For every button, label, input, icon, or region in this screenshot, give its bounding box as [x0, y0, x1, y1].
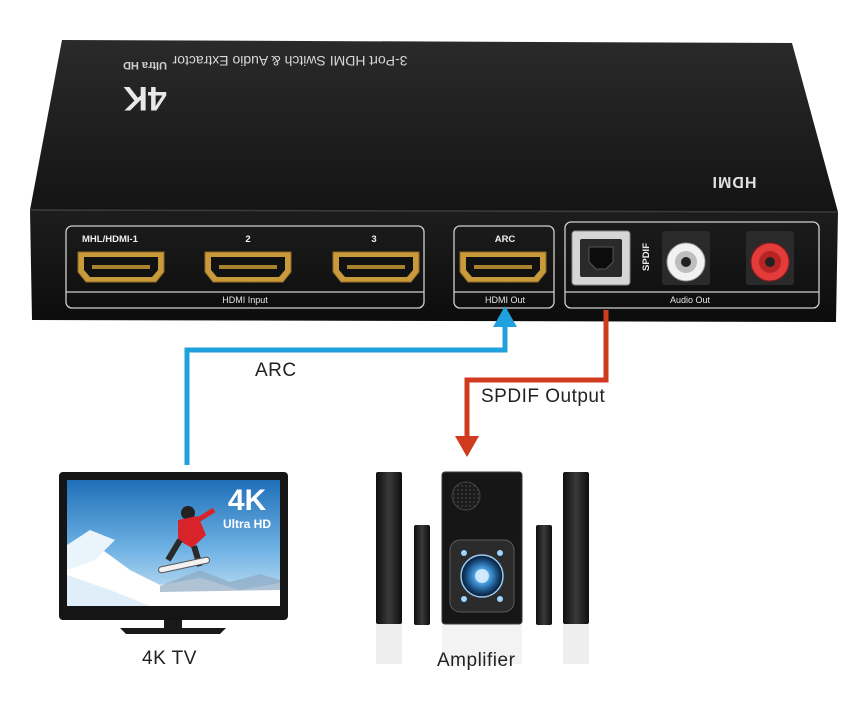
spdif-optical-port	[571, 230, 631, 286]
device-front-face	[30, 210, 838, 322]
audio-out-panel	[564, 221, 820, 309]
tv-screen-badge-sub: Ultra HD	[223, 517, 271, 531]
amplifier-caption: Amplifier	[437, 650, 516, 671]
speaker-tower-right	[563, 472, 589, 664]
speaker-small-left	[414, 525, 430, 625]
port-3-label: 3	[371, 234, 376, 245]
hdmi-out-label: HDMI Out	[485, 295, 526, 305]
port-2-label: 2	[245, 234, 250, 245]
tv-illustration: 4K Ultra HD	[59, 472, 288, 634]
snowboarder-figure	[158, 506, 216, 574]
tv-screen-badge: 4K	[228, 484, 267, 517]
arc-connection-label: ARC	[255, 360, 297, 381]
hdmi-input-port-1	[77, 251, 165, 283]
hdmi-output-port	[459, 251, 547, 283]
spdif-label: SPDIF	[641, 243, 652, 271]
hdmi-input-port-3	[332, 251, 420, 283]
product-title: 3-Port HDMI Switch & Audio Extractor	[172, 53, 407, 69]
audio-out-label: Audio Out	[670, 295, 711, 305]
hdmi-input-port-2	[204, 251, 292, 283]
tv-stand-base	[120, 628, 226, 634]
port-1-label: MHL/HDMI-1	[82, 234, 139, 245]
speaker-tower-left	[376, 472, 402, 664]
spdif-connection-label: SPDIF Output	[481, 386, 606, 407]
arc-connection	[184, 306, 517, 465]
hdmi-input-label: HDMI Input	[222, 295, 268, 305]
rca-white-jack	[662, 231, 710, 285]
amplifier-tweeter-grill	[451, 481, 481, 511]
hdmi-input-panel	[65, 225, 425, 309]
tv-stand-neck	[164, 620, 182, 628]
brand-logo-4k: 4K	[123, 79, 167, 117]
amplifier-center-unit	[441, 471, 523, 625]
hdmi-switch-device: 4K Ultra HD 3-Port HDMI Switch & Audio E…	[29, 40, 839, 322]
rca-red-jack	[746, 231, 794, 285]
spdif-connection	[455, 310, 609, 457]
arc-port-label: ARC	[495, 234, 516, 245]
brand-logo-sub: Ultra HD	[123, 59, 167, 71]
speaker-small-right	[536, 525, 552, 625]
device-top-face	[30, 40, 838, 212]
tv-caption: 4K TV	[142, 648, 197, 669]
amplifier-illustration	[376, 471, 589, 664]
hdmi-logo: HDMI	[712, 173, 757, 190]
